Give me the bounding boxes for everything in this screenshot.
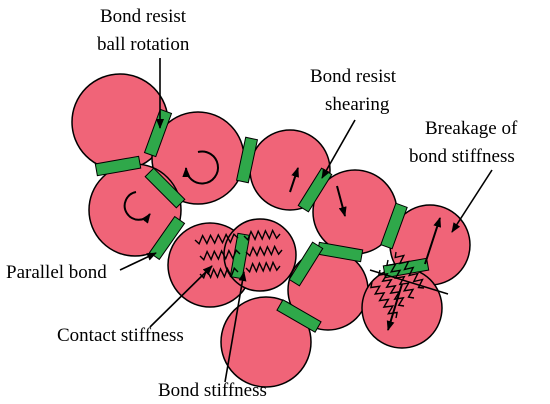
spring: [370, 281, 398, 319]
label-bond-resist-shearing-2: shearing: [325, 94, 390, 115]
label-breakage-1: Breakage of: [425, 118, 518, 139]
label-bond-resist-rotation-1: Bond resist: [100, 6, 187, 27]
parallel-bond: [143, 108, 173, 158]
spring: [386, 259, 415, 299]
label-bond-stiffness: Bond stiffness: [158, 380, 267, 401]
spring: [199, 248, 241, 262]
parallel-bond: [380, 202, 408, 250]
parallel-bond: [288, 241, 324, 287]
shear-arrow-icon: [289, 167, 299, 193]
shear-arrow-icon: [336, 185, 347, 217]
leader-lines: [119, 58, 493, 383]
rotation-arrow-icon: [182, 150, 219, 185]
label-contact-stiffness: Contact stiffness: [57, 325, 184, 346]
label-bond-resist-rotation-2: ball rotation: [97, 34, 190, 55]
parallel-bond: [94, 155, 142, 177]
tension-arrow-icon: [386, 283, 403, 331]
spring: [394, 251, 425, 289]
rotation-arrow-icon: [123, 191, 151, 224]
spring: [245, 244, 283, 258]
spring: [245, 260, 281, 274]
label-breakage-2: bond stiffness: [409, 146, 515, 167]
stiffness-springs: [194, 228, 449, 319]
break-line: [369, 269, 449, 295]
spring: [194, 232, 239, 246]
parallel-bond: [235, 136, 259, 184]
parallel-bond: [276, 299, 322, 333]
particle: [220, 296, 312, 388]
parallel-bond: [144, 167, 186, 209]
parallel-bonds: [94, 108, 430, 333]
spring: [377, 269, 405, 307]
spring: [243, 228, 281, 242]
label-bond-resist-shearing-1: Bond resist: [310, 66, 397, 87]
tension-arrow-icon: [424, 217, 442, 265]
label-parallel-bond: Parallel bond: [6, 262, 107, 283]
